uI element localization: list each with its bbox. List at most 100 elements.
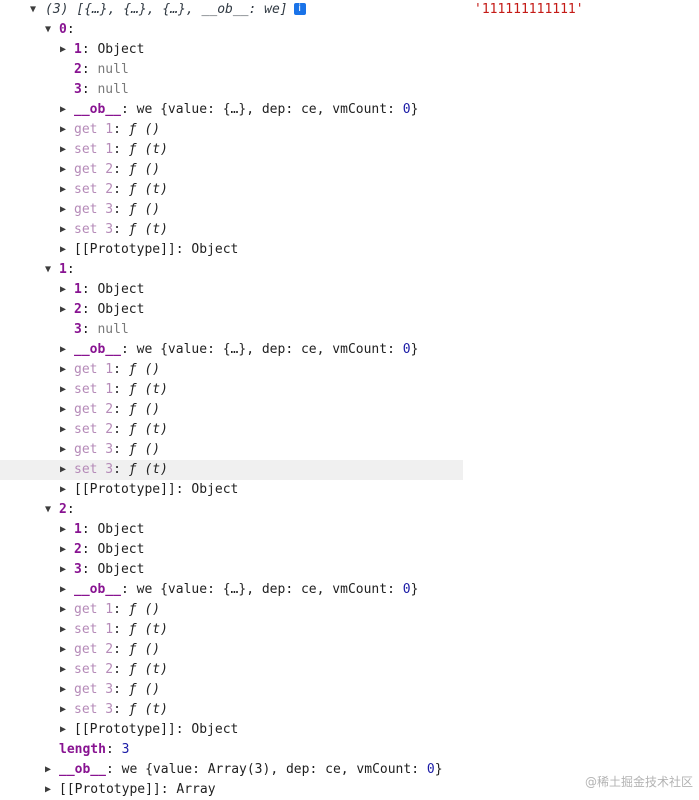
tree-row[interactable]: ▶get 3: ƒ () bbox=[0, 200, 463, 220]
collapse-arrow-icon[interactable]: ▶ bbox=[59, 664, 67, 675]
collapse-arrow-icon[interactable]: ▶ bbox=[59, 444, 67, 455]
tree-row[interactable]: ▶__ob__: we {value: {…}, dep: ce, vmCoun… bbox=[0, 580, 463, 600]
tree-row[interactable]: ▶__ob__: we {value: {…}, dep: ce, vmCoun… bbox=[0, 340, 463, 360]
tree-row[interactable]: ▶get 1: ƒ () bbox=[0, 600, 463, 620]
collapse-arrow-icon[interactable]: ▶ bbox=[59, 684, 67, 695]
collapse-arrow-icon[interactable]: ▶ bbox=[59, 644, 67, 655]
collapse-arrow-icon[interactable]: ▶ bbox=[59, 104, 67, 115]
tree-row[interactable]: ▶2: Object bbox=[0, 300, 463, 320]
collapse-arrow-icon[interactable]: ▶ bbox=[59, 184, 67, 195]
collapse-arrow-icon[interactable]: ▶ bbox=[59, 304, 67, 315]
tree-row[interactable]: ▶[[Prototype]]: Array bbox=[0, 780, 463, 800]
expand-arrow-icon[interactable]: ▼ bbox=[44, 264, 52, 275]
tree-row[interactable]: ▶[[Prototype]]: Object bbox=[0, 480, 463, 500]
property-value: ƒ (t) bbox=[128, 702, 168, 717]
collapse-arrow-icon[interactable]: ▶ bbox=[59, 724, 67, 735]
collapse-arrow-icon[interactable]: ▶ bbox=[59, 544, 67, 555]
collapse-arrow-icon[interactable]: ▶ bbox=[59, 564, 67, 575]
collapse-arrow-icon[interactable]: ▶ bbox=[59, 344, 67, 355]
collapse-arrow-icon[interactable]: ▶ bbox=[59, 584, 67, 595]
collapse-arrow-icon[interactable]: ▶ bbox=[59, 404, 67, 415]
tree-row[interactable]: ▶get 2: ƒ () bbox=[0, 640, 463, 660]
property-name: set 2 bbox=[74, 182, 114, 197]
property-name: 1 bbox=[74, 282, 82, 297]
property-name: 3 bbox=[74, 322, 82, 337]
collapse-arrow-icon[interactable]: ▶ bbox=[59, 284, 67, 295]
collapse-arrow-icon[interactable]: ▶ bbox=[59, 164, 67, 175]
tree-row[interactable]: ▶1: Object bbox=[0, 280, 463, 300]
tree-row[interactable]: ▶2: Object bbox=[0, 540, 463, 560]
tree-row[interactable]: ▶get 2: ƒ () bbox=[0, 400, 463, 420]
tree-row[interactable]: ▶3: Object bbox=[0, 560, 463, 580]
collapse-arrow-icon[interactable]: ▶ bbox=[59, 424, 67, 435]
array-count: (3) bbox=[45, 2, 69, 17]
collapse-arrow-icon[interactable]: ▶ bbox=[59, 604, 67, 615]
tree-row[interactable]: ▶[[Prototype]]: Object bbox=[0, 240, 463, 260]
tree-row[interactable]: ▶__ob__: we {value: Array(3), dep: ce, v… bbox=[0, 760, 463, 780]
property-value: ƒ (t) bbox=[128, 422, 168, 437]
collapse-arrow-icon[interactable]: ▶ bbox=[59, 464, 67, 475]
property-value: ƒ (t) bbox=[128, 182, 168, 197]
collapse-arrow-icon[interactable]: ▶ bbox=[59, 144, 67, 155]
property-value: Object bbox=[97, 562, 145, 577]
property-name: set 1 bbox=[74, 142, 114, 157]
tree-row[interactable]: ▶set 2: ƒ (t) bbox=[0, 420, 463, 440]
tree-row[interactable]: ▶set 1: ƒ (t) bbox=[0, 140, 463, 160]
tree-row[interactable]: ▼0: bbox=[0, 20, 463, 40]
tree-row[interactable]: ▶1: Object bbox=[0, 520, 463, 540]
property-name: 2 bbox=[59, 502, 67, 517]
tree-row[interactable]: ▶set 3: ƒ (t) bbox=[0, 220, 463, 240]
property-name: set 3 bbox=[74, 222, 114, 237]
tree-row[interactable]: ▶get 1: ƒ () bbox=[0, 360, 463, 380]
expand-arrow-icon[interactable]: ▼ bbox=[44, 504, 52, 515]
tree-row[interactable]: ▶set 1: ƒ (t) bbox=[0, 380, 463, 400]
tree-row[interactable]: ▼2: bbox=[0, 500, 463, 520]
tree-row[interactable]: 3: null bbox=[74, 322, 129, 337]
tree-row[interactable]: 3: null bbox=[74, 82, 129, 97]
tree-row[interactable]: ▶set 1: ƒ (t) bbox=[0, 620, 463, 640]
collapse-arrow-icon[interactable]: ▶ bbox=[59, 364, 67, 375]
collapse-arrow-icon[interactable]: ▶ bbox=[59, 384, 67, 395]
property-value: Object bbox=[191, 482, 239, 497]
property-value: 3 bbox=[121, 742, 130, 757]
tree-row[interactable]: ▶get 1: ƒ () bbox=[0, 120, 463, 140]
property-name: 1 bbox=[59, 262, 67, 277]
property-name: get 1 bbox=[74, 122, 114, 137]
tree-row[interactable]: ▶get 3: ƒ () bbox=[0, 440, 463, 460]
tree-row[interactable]: length: 3 bbox=[59, 742, 130, 757]
collapse-arrow-icon[interactable]: ▶ bbox=[59, 524, 67, 535]
collapse-arrow-icon[interactable]: ▶ bbox=[59, 224, 67, 235]
property-value: Object bbox=[97, 542, 145, 557]
collapse-arrow-icon[interactable]: ▶ bbox=[59, 704, 67, 715]
array-summary-row[interactable]: ▼ (3) [{…}, {…}, {…}, __ob__: we]i bbox=[0, 0, 463, 20]
property-value: ƒ (t) bbox=[128, 662, 168, 677]
property-value: ƒ (t) bbox=[128, 222, 168, 237]
expand-arrow-icon[interactable]: ▼ bbox=[44, 24, 52, 35]
collapse-arrow-icon[interactable]: ▶ bbox=[59, 204, 67, 215]
collapse-arrow-icon[interactable]: ▶ bbox=[59, 124, 67, 135]
property-name: 3 bbox=[74, 562, 82, 577]
expand-arrow-icon[interactable]: ▼ bbox=[29, 4, 37, 15]
tree-row[interactable]: ▶[[Prototype]]: Object bbox=[0, 720, 463, 740]
tree-row[interactable]: ▼1: bbox=[0, 260, 463, 280]
tree-row[interactable]: ▶set 3: ƒ (t) bbox=[0, 700, 463, 720]
tree-row[interactable]: 2: null bbox=[74, 62, 129, 77]
info-icon[interactable]: i bbox=[293, 2, 306, 15]
tree-row[interactable]: ▶get 3: ƒ () bbox=[0, 680, 463, 700]
property-name: 2 bbox=[74, 302, 82, 317]
tree-row[interactable]: ▶set 2: ƒ (t) bbox=[0, 660, 463, 680]
property-value: we {value: {…}, dep: ce, vmCount: 0} bbox=[136, 342, 419, 357]
collapse-arrow-icon[interactable]: ▶ bbox=[44, 764, 52, 775]
tree-row[interactable]: ▶set 3: ƒ (t) bbox=[0, 460, 463, 480]
collapse-arrow-icon[interactable]: ▶ bbox=[59, 484, 67, 495]
collapse-arrow-icon[interactable]: ▶ bbox=[59, 44, 67, 55]
tree-row[interactable]: ▶set 2: ƒ (t) bbox=[0, 180, 463, 200]
property-name: __ob__ bbox=[74, 582, 121, 597]
tree-row[interactable]: ▶1: Object bbox=[0, 40, 463, 60]
collapse-arrow-icon[interactable]: ▶ bbox=[59, 624, 67, 635]
tree-row[interactable]: ▶get 2: ƒ () bbox=[0, 160, 463, 180]
console-string-output: '111111111111' bbox=[474, 2, 584, 17]
collapse-arrow-icon[interactable]: ▶ bbox=[59, 244, 67, 255]
collapse-arrow-icon[interactable]: ▶ bbox=[44, 784, 52, 795]
tree-row[interactable]: ▶__ob__: we {value: {…}, dep: ce, vmCoun… bbox=[0, 100, 463, 120]
